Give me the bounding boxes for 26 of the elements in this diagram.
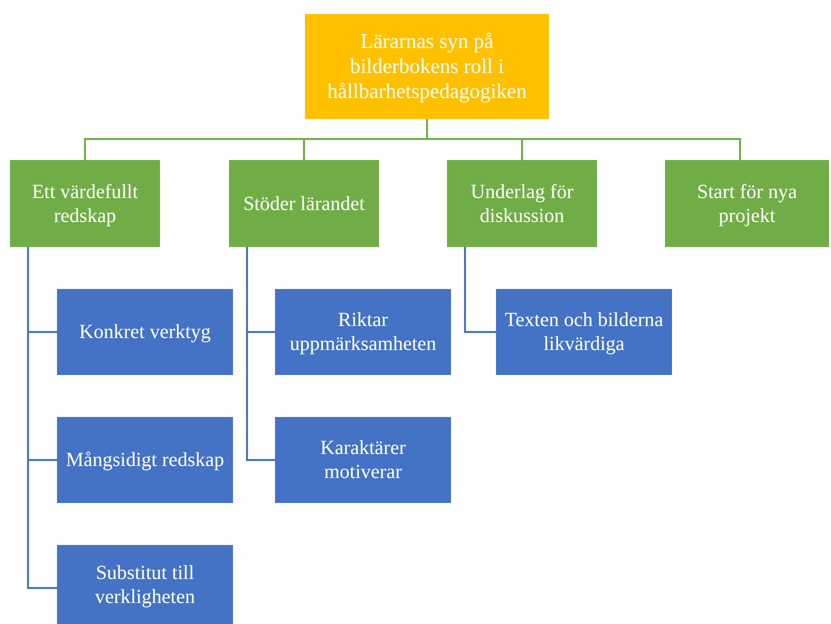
connector-line (464, 247, 496, 333)
node-box (447, 160, 597, 247)
connector-line (246, 247, 275, 461)
node-box (57, 289, 233, 375)
node-label: Karaktärer motiverar (319, 436, 407, 484)
node-label: Substitut till verkligheten (94, 560, 196, 608)
node-box (275, 417, 451, 503)
connector-line (426, 119, 741, 160)
node-label: Konkret verktyg (79, 320, 211, 344)
node-label: Texten och bilderna likvärdiga (504, 308, 664, 356)
node-label: Lärarnas syn på bilderbokens roll i hållbarhetspedagogiken (326, 29, 528, 104)
node-label: Stöder lärandet (243, 192, 365, 216)
node-box (496, 289, 672, 375)
node-label: Underlag för diskussion (470, 180, 574, 228)
node-label: Riktar uppmärksamheten (288, 308, 438, 356)
node-box (57, 417, 233, 503)
node-box (229, 160, 379, 247)
node-box (57, 545, 233, 624)
node-label: Ett värdefullt redskap (30, 180, 140, 228)
node-box (665, 160, 829, 247)
node-box (305, 14, 549, 119)
node-label: Mångsidigt redskap (66, 448, 224, 472)
connector-line (27, 247, 57, 589)
node-box (10, 160, 160, 247)
node-box (275, 289, 451, 375)
node-label: Start för nya projekt (696, 180, 798, 228)
